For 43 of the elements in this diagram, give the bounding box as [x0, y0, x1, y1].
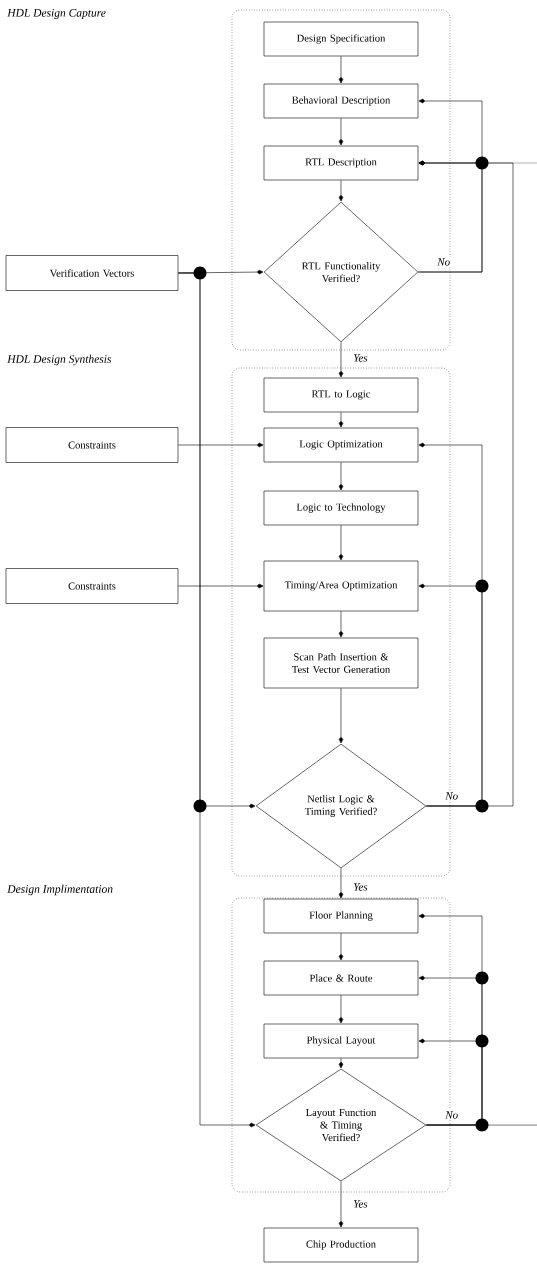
stage-title: HDL Design Capture: [7, 9, 106, 20]
arrow: [338, 118, 344, 146]
arrow: [338, 1058, 344, 1069]
arrow: [338, 462, 344, 491]
edge-label: No: [436, 257, 452, 267]
process-box: Constraints: [5, 568, 179, 604]
arrow: [338, 611, 344, 638]
edge-label: Yes: [352, 353, 369, 363]
process-box: Behavioral Description: [263, 83, 419, 119]
stage-title: HDL Design Synthesis: [7, 354, 112, 366]
arrow: [338, 868, 344, 899]
process-box: RTL Description: [263, 145, 419, 181]
process-box: Place & Route: [263, 960, 419, 996]
arrow: [338, 56, 344, 84]
process-box: Chip Production: [263, 1227, 419, 1263]
arrow: [338, 995, 344, 1024]
process-box: Verification Vectors: [5, 255, 179, 291]
process-box: Logic Optimization: [263, 427, 419, 463]
edge-label: No: [444, 791, 460, 801]
process-box: Design Specification: [263, 21, 419, 57]
arrow: [178, 272, 256, 1128]
arrow: [338, 412, 344, 428]
arrow: [338, 1181, 344, 1228]
arrow: [338, 342, 344, 378]
arrow: [338, 180, 344, 202]
edge-label: Yes: [352, 1199, 369, 1209]
process-box: Constraints: [5, 427, 179, 463]
arrow: [418, 583, 483, 807]
process-box: Physical Layout: [263, 1023, 419, 1059]
process-box: Logic to Technology: [263, 490, 419, 526]
arrow: [338, 933, 344, 961]
edge-label: Yes: [352, 882, 369, 892]
arrow: [338, 525, 344, 561]
edge-label: No: [444, 1110, 460, 1120]
arrow: [338, 688, 344, 744]
process-box: RTL to Logic: [263, 377, 419, 413]
process-box: Scan Path Insertion & Test Vector Generation: [263, 637, 419, 689]
arrow: [178, 583, 264, 589]
process-box: Floor Planning: [263, 898, 419, 934]
process-box: Timing/Area Optimization: [263, 560, 419, 612]
stage-frame: [231, 9, 451, 351]
arrow: [178, 442, 264, 448]
stage-title: Design Implimentation: [7, 884, 113, 896]
